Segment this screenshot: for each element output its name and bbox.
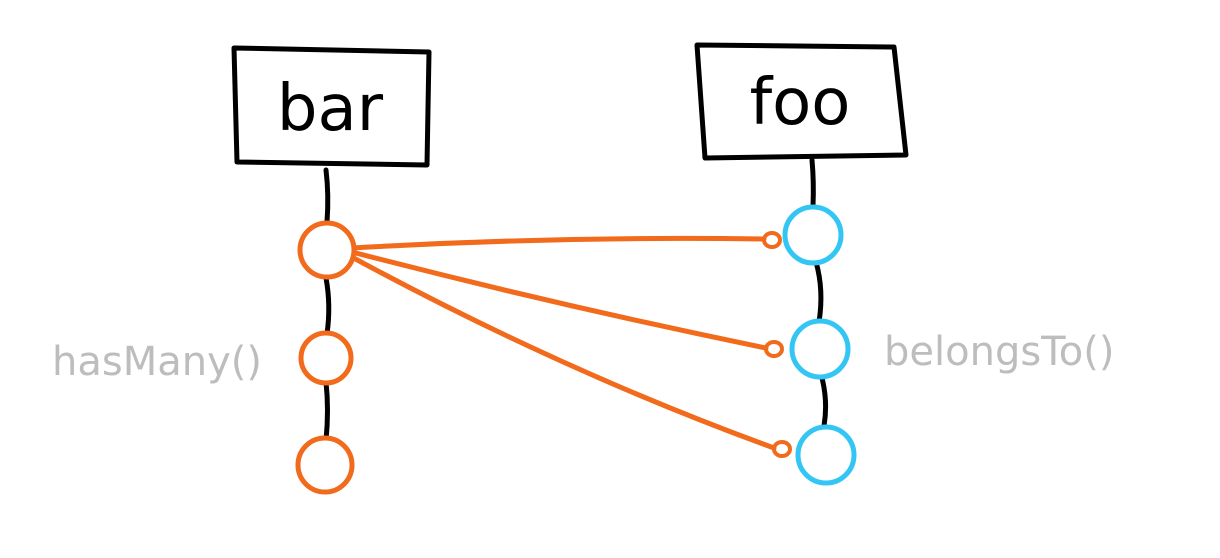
foo-connectors [809,157,829,429]
bar-entity-box [231,45,432,168]
bar-entity-label: bar [277,72,384,146]
foo-connector-box-to-record-1 [809,157,816,209]
has-many-label: hasMany() [52,339,262,385]
bar-connector-record-2-to-3 [323,379,330,443]
bar-connector-box-to-record-1 [323,167,331,225]
relation-end-marker-3 [772,440,792,458]
relation-line-1 [349,235,767,251]
belongs-to-label: belongsTo() [884,329,1115,375]
foo-connector-record-1-to-2 [813,259,824,325]
foo-records [782,204,857,486]
relation-end-markers [762,231,792,458]
bar-connectors [323,167,332,443]
relation-lines [347,235,777,451]
bar-records [295,220,357,495]
bar-record-1 [297,220,357,280]
bar-connector-record-1-to-2 [323,275,332,337]
relation-end-marker-2 [764,340,784,358]
foo-connector-record-2-to-3 [819,375,829,429]
relation-line-3 [347,253,777,451]
foo-record-3 [795,424,857,486]
foo-entity-label: foo [750,66,851,140]
bar-record-2 [298,330,354,386]
bar-record-3 [295,435,355,495]
foo-record-2 [789,318,851,380]
foo-record-1 [782,204,844,266]
relation-end-marker-1 [762,231,782,249]
foo-entity-box [694,42,909,161]
relation-line-2 [349,249,769,351]
